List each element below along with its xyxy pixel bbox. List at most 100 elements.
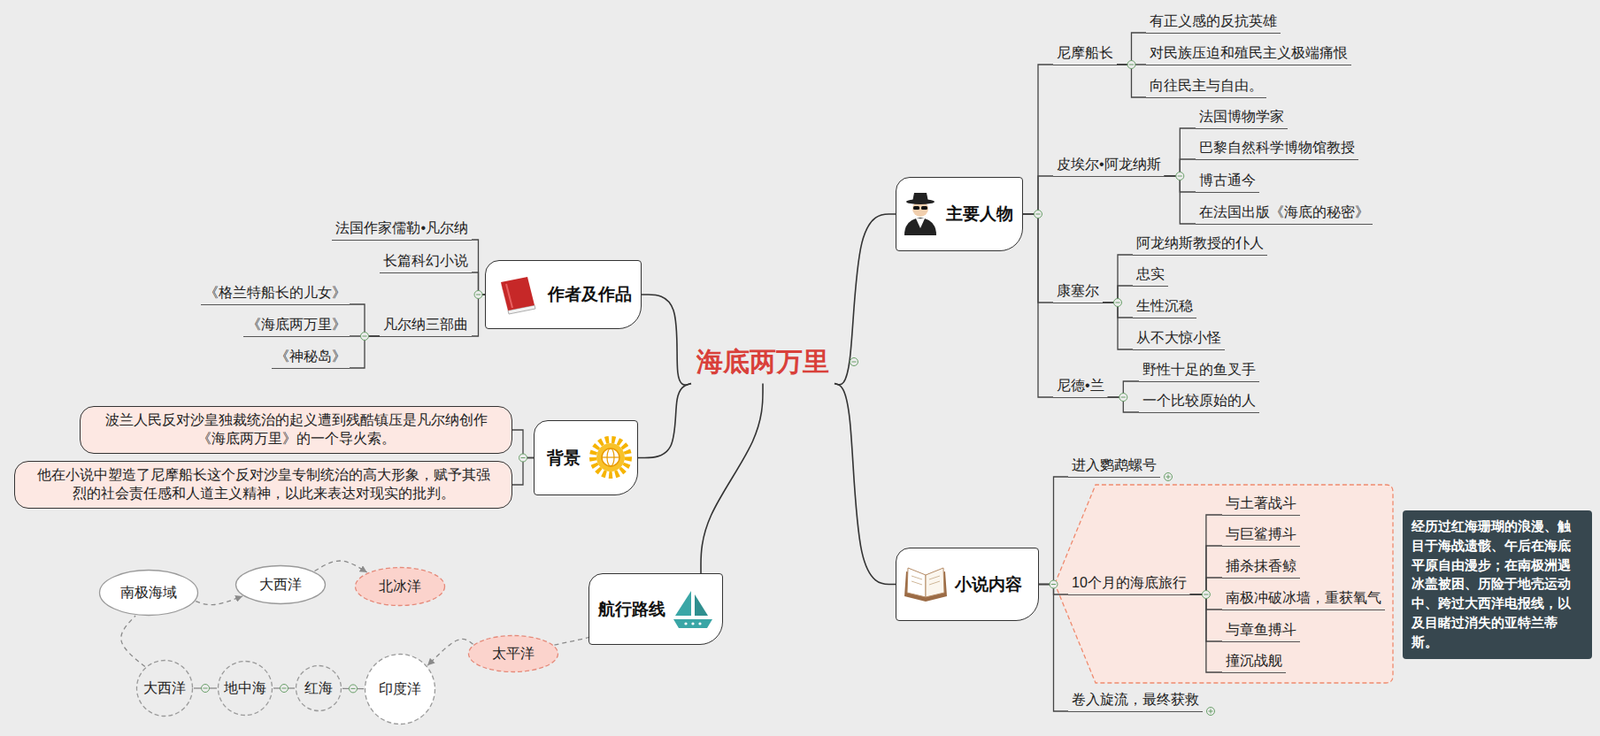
topic-item: 尼摩船长: [1053, 42, 1117, 66]
marker-minus: [1121, 397, 1126, 399]
connector: [1164, 128, 1196, 177]
topic-item: 有正义感的反抗英雄: [1146, 10, 1281, 34]
topic-item: 法国博物学家: [1195, 106, 1288, 130]
topic-text: 卷入旋流，最终获救: [1071, 692, 1200, 708]
topic-text: 《海底两万里》: [246, 316, 347, 332]
topic-item: 长篇科幻小说: [379, 250, 472, 274]
topic-item: 卷入旋流，最终获救: [1068, 689, 1203, 713]
ocean-ellipse: [236, 566, 326, 605]
topic-text: 进入鹦鹉螺号: [1071, 457, 1157, 473]
topic-text: 小说内容: [954, 573, 1023, 597]
topic-text: 南极冲破冰墙，重获氧气: [1225, 590, 1382, 606]
topic-item: 博古通今: [1195, 169, 1260, 193]
topic-text: 在法国出版《海底的秘密》: [1199, 204, 1370, 220]
collapse-marker: [1127, 61, 1136, 70]
sun-globe-icon: [592, 439, 629, 476]
connector: [638, 384, 692, 459]
branch-box: 作者及作品: [484, 260, 642, 330]
topic-text: 地中海: [223, 679, 267, 699]
collapse-marker: [1119, 393, 1128, 402]
marker-circle: [201, 684, 210, 693]
topic-item: 《格兰特船长的儿女》: [200, 282, 350, 306]
collapse-marker: [1176, 172, 1185, 181]
collapse-marker: [519, 453, 528, 462]
background-note: 波兰人民反对沙皇独裁统治的起义遭到残酷镇压是凡尔纳创作《海底两万里》的一个导火索…: [79, 406, 513, 454]
connector: [193, 687, 217, 689]
topic-text: 法国作家儒勒•凡尔纳: [335, 220, 469, 236]
connector: [1038, 476, 1069, 585]
topic-text: 航行路线: [598, 598, 666, 622]
topic-item: 巴黎自然科学博物馆教授: [1195, 137, 1359, 161]
marker-circle: [1034, 210, 1043, 219]
marker-circle: [1164, 473, 1173, 482]
box-fill: [485, 261, 642, 330]
topic-text: 一个比较原始的人: [1142, 392, 1256, 408]
connector: [1038, 584, 1069, 713]
ocean-node: 大西洋: [135, 659, 194, 718]
connector: [1023, 64, 1054, 215]
expand-markers: [1164, 473, 1216, 716]
topic-item: 10个月的海底旅行: [1068, 572, 1191, 596]
connector: [1116, 32, 1147, 65]
collapse-marker: [1049, 580, 1058, 589]
topic-item: 与章鱼搏斗: [1222, 619, 1300, 643]
topic-text: 与土著战斗: [1225, 495, 1297, 511]
connector: [1023, 176, 1054, 215]
connector: [1164, 176, 1196, 224]
collapse-marker: [1201, 591, 1210, 600]
topic-item: 向往民主与自由。: [1146, 75, 1267, 99]
marker-circle: [280, 684, 289, 693]
topic-item: 与土著战斗: [1222, 492, 1300, 516]
marker-circle: [349, 684, 358, 693]
collapse-marker: [1114, 299, 1123, 308]
marker-minus: [1115, 302, 1121, 304]
marker-minus: [362, 336, 368, 338]
connector: [1116, 64, 1147, 98]
connector: [1102, 254, 1133, 303]
marker-minus: [1036, 214, 1041, 216]
marker-minus: [203, 688, 208, 690]
marker-minus: [282, 688, 287, 690]
marker-circle: [1207, 707, 1216, 716]
connector: [349, 304, 380, 337]
topic-text: 《神秘岛》: [275, 348, 347, 364]
connector: [315, 561, 368, 573]
topic-text: 背景: [546, 446, 581, 470]
topic-text: 从不大惊小怪: [1136, 330, 1222, 346]
connector: [427, 638, 473, 666]
collapse-marker: [280, 684, 289, 693]
ocean-node: 地中海: [216, 660, 274, 717]
connector: [834, 384, 896, 585]
ocean-ellipse: [296, 666, 342, 712]
ocean-ellipse: [100, 570, 199, 616]
topic-text: 主要人物: [946, 202, 1014, 226]
marker-circle: [519, 453, 528, 462]
connector: [349, 336, 380, 369]
marker-plus: [1210, 709, 1212, 715]
expand-marker: [1207, 707, 1216, 716]
ocean-node: 北冰洋: [353, 566, 447, 608]
ocean-node: 太平洋: [467, 634, 560, 674]
marker-minus: [1051, 584, 1056, 585]
topic-text: 海底两万里: [696, 346, 830, 377]
topic-text: 向往民主与自由。: [1149, 77, 1263, 93]
central-topic: 海底两万里: [682, 340, 844, 385]
topic-text: 大西洋: [259, 576, 302, 595]
ocean-node: 大西洋: [234, 564, 327, 606]
ocean-ellipse: [469, 636, 559, 673]
branch-box: 小说内容: [895, 547, 1039, 622]
marker-minus: [476, 294, 481, 296]
topic-text: 巴黎自然科学博物馆教授: [1199, 139, 1355, 155]
topic-item: 从不大惊小怪: [1132, 327, 1225, 351]
topic-item: 忠实: [1132, 263, 1169, 287]
topic-text: 阿龙纳斯教授的仆人: [1136, 235, 1264, 251]
background-note: 他在小说中塑造了尼摩船长这个反对沙皇专制统治的高大形象，赋予其强烈的社会责任感和…: [14, 461, 513, 509]
topic-text: 野性十足的鱼叉手: [1142, 361, 1256, 377]
marker-plus: [1168, 475, 1170, 480]
collapse-markers: [201, 61, 1211, 693]
ocean-ellipse: [355, 568, 446, 607]
topic-item: 皮埃尔•阿龙纳斯: [1053, 153, 1165, 177]
topic-text: 博古通今: [1199, 172, 1256, 188]
expand-marker: [1164, 473, 1173, 482]
